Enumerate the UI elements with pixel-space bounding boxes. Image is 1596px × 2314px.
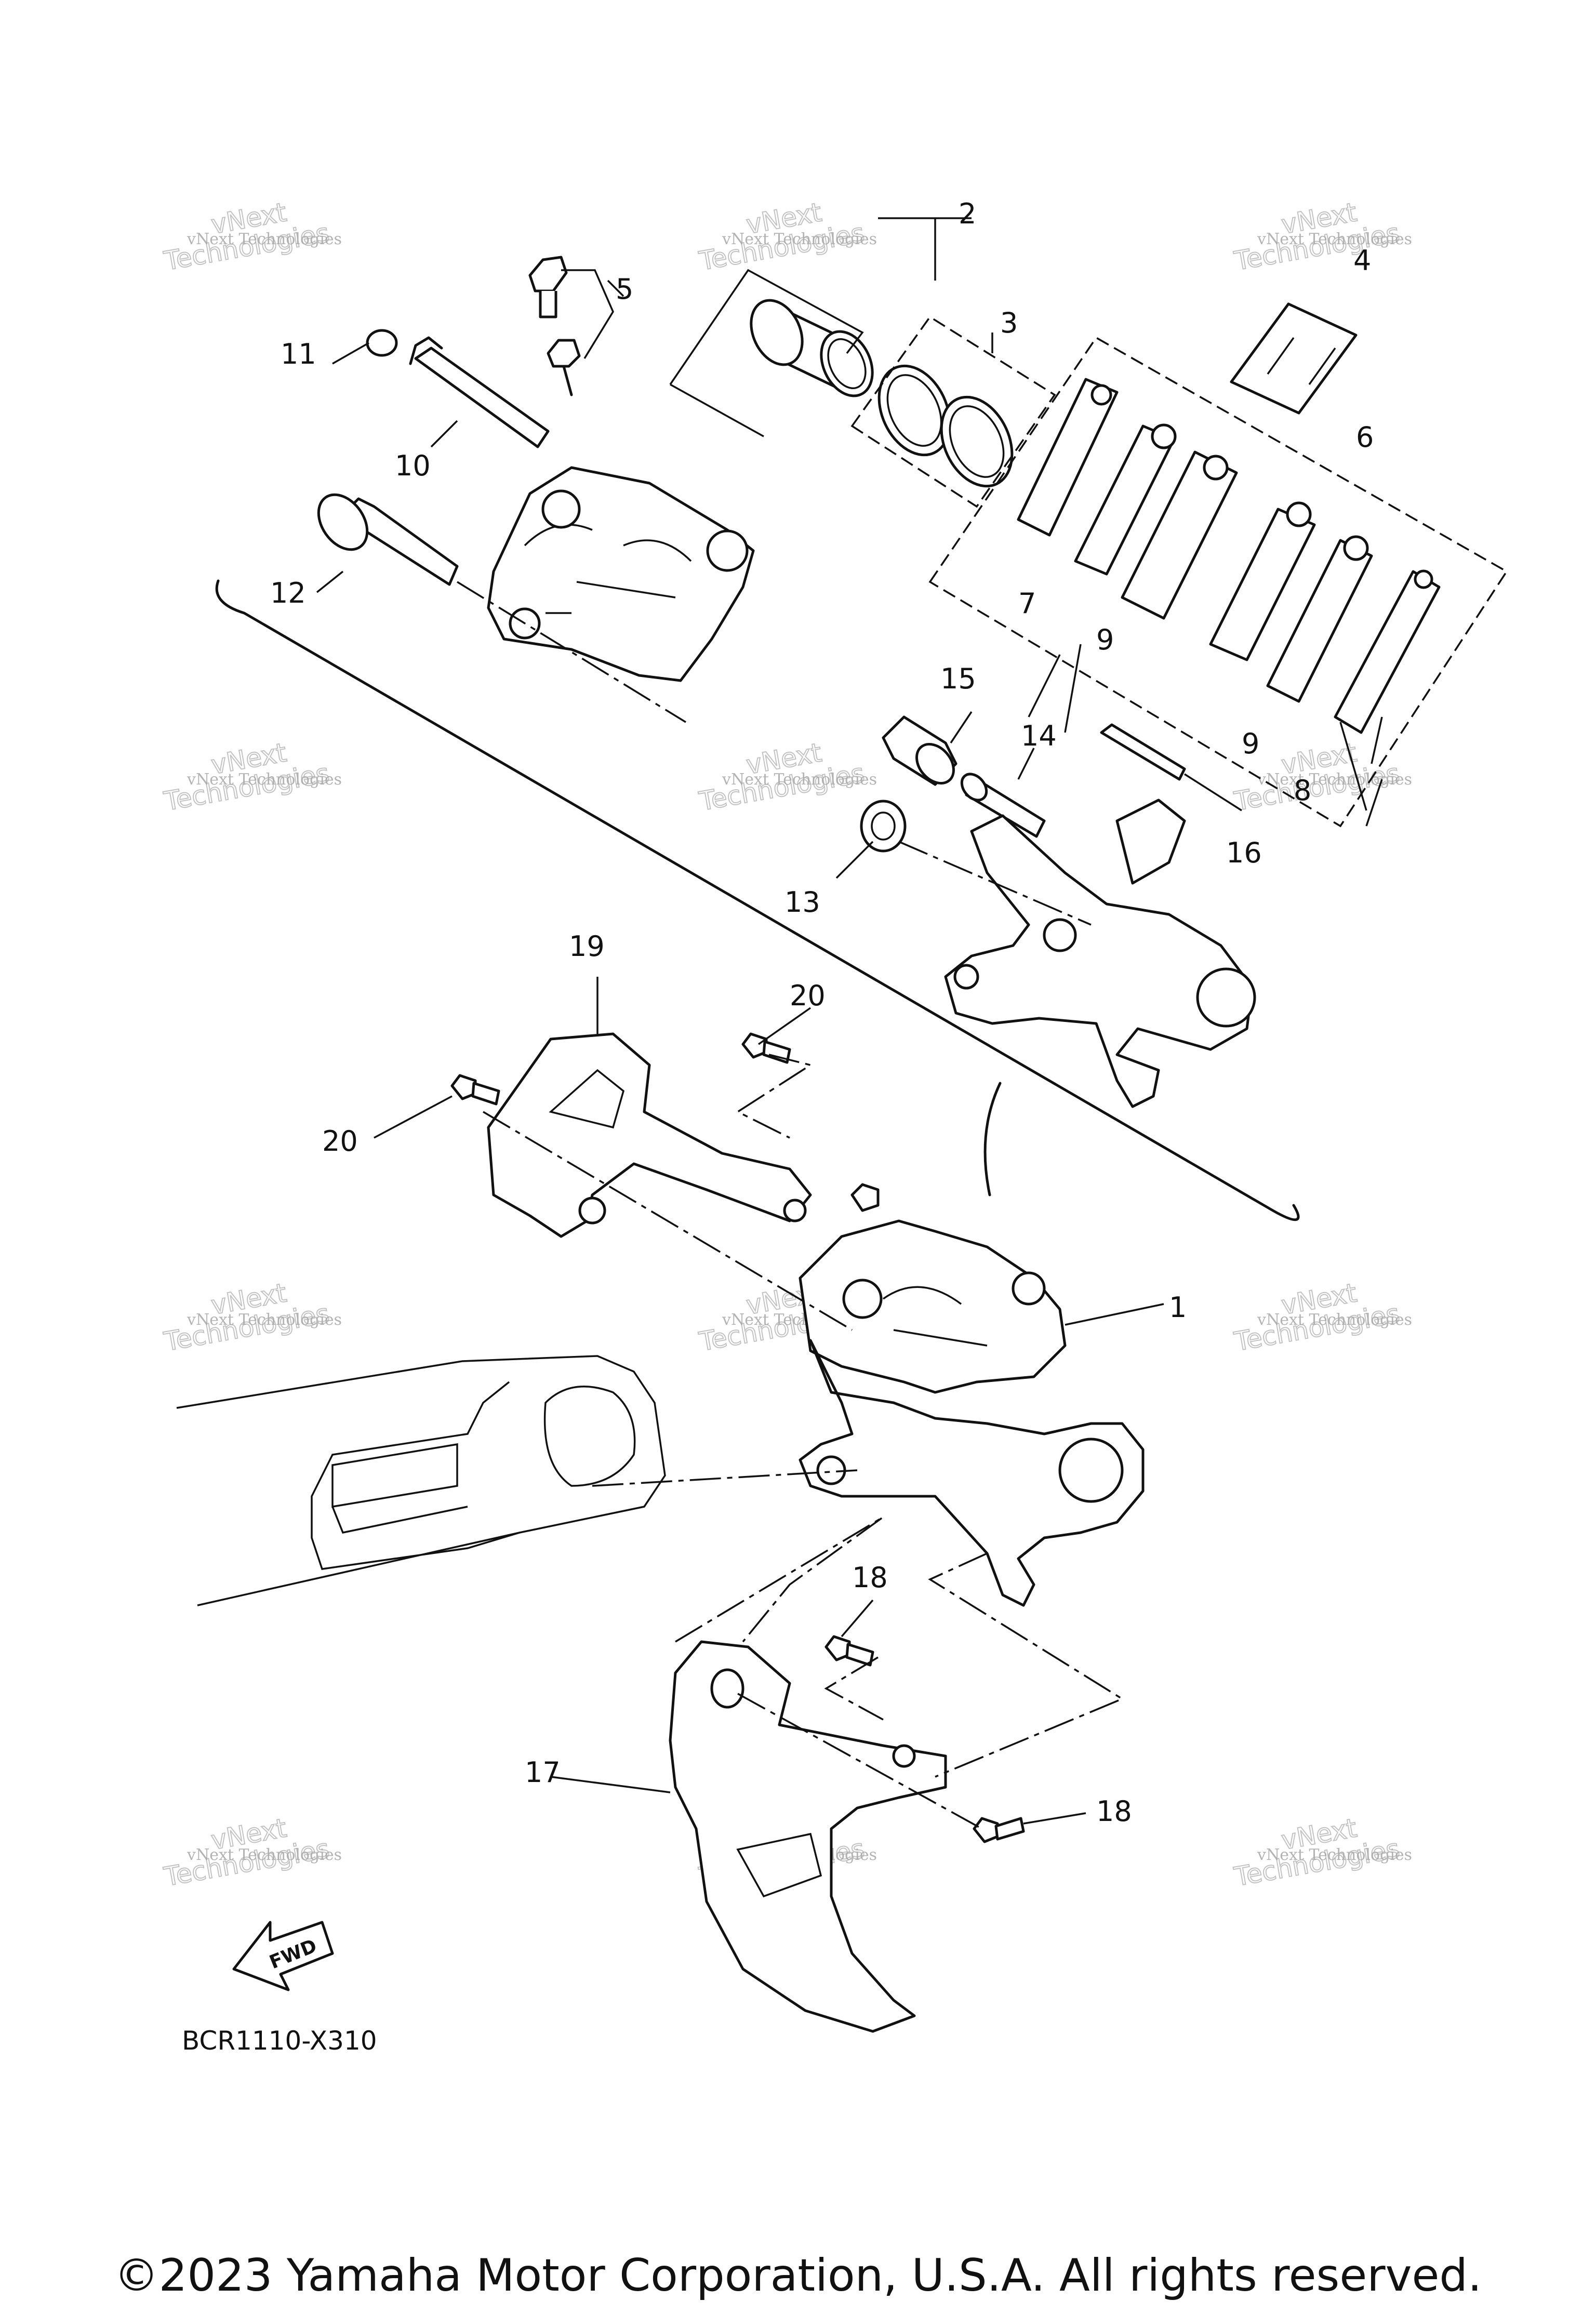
watermarks: vNext Technologies Technologies vNext vN… — [161, 196, 1412, 1893]
seal-kit-box — [850, 315, 1056, 508]
part-pad-pin — [409, 336, 550, 448]
diagram-code: BCR1110-X310 — [182, 2026, 377, 2056]
part-disc-guard — [487, 1032, 812, 1238]
swingarm-outline — [176, 1355, 666, 1606]
callout-5: 5 — [616, 273, 633, 305]
part-caliper-bracket-exploded — [944, 799, 1256, 1108]
watermark-text: vNext Technologies — [1257, 1311, 1412, 1329]
subassembly-boundary — [215, 579, 1300, 1221]
part-pad-support — [1100, 723, 1186, 781]
part-seal-kit — [877, 364, 1014, 488]
watermark-text: vNext Technologies — [187, 1846, 342, 1864]
callout-14: 14 — [1021, 720, 1057, 752]
watermark-text: vNext Technologies — [187, 230, 342, 248]
part-bolt — [741, 1032, 791, 1064]
watermark-text: vNext Technologies — [1257, 770, 1412, 789]
callout-17: 17 — [525, 1756, 561, 1789]
callout-20: 20 — [322, 1125, 358, 1158]
callout-15: 15 — [940, 662, 976, 695]
part-dust-seal — [860, 800, 907, 853]
callout-18: 18 — [1096, 1795, 1132, 1828]
callout-19: 19 — [569, 930, 605, 963]
part-slide-pin — [960, 773, 1046, 838]
callout-10: 10 — [395, 449, 431, 482]
part-bolt — [824, 1635, 874, 1667]
callout-12: 12 — [270, 577, 306, 609]
callout-13: 13 — [784, 886, 820, 919]
part-pin-plug — [366, 329, 398, 357]
callout-6: 6 — [1356, 421, 1374, 454]
leader-lines — [316, 217, 1383, 1825]
part-slide-pin-bolt — [317, 493, 459, 586]
bleed-screw-bracket — [561, 269, 614, 359]
callout-4: 4 — [1353, 244, 1371, 277]
callout-1: 1 — [1169, 1291, 1187, 1324]
part-pad-set — [1017, 378, 1441, 734]
callout-3: 3 — [1000, 307, 1018, 339]
callout-11: 11 — [281, 338, 316, 370]
callout-7: 7 — [1018, 587, 1036, 620]
part-bolt — [450, 1074, 500, 1106]
callouts: 1 2 3 4 5 6 7 8 9 9 10 11 12 13 14 15 16… — [270, 197, 1374, 1828]
part-boot — [882, 715, 957, 786]
callout-18: 18 — [852, 1561, 888, 1594]
callout-8: 8 — [1294, 774, 1311, 807]
watermark-text: vNext Technologies — [722, 770, 877, 789]
part-bolt — [973, 1817, 1025, 1843]
watermark-text: vNext Technologies — [1257, 230, 1412, 248]
part-pad-spring — [1230, 302, 1358, 415]
watermark-text: vNext Technologies — [187, 770, 342, 789]
callout-9: 9 — [1242, 727, 1259, 760]
fwd-arrow-icon: FWD — [232, 1921, 334, 1991]
part-caliper-body-exploded — [487, 466, 755, 682]
watermark-text: vNext Technologies — [187, 1311, 342, 1329]
callout-16: 16 — [1226, 836, 1262, 869]
part-caliper-assembly — [799, 1183, 1145, 1607]
copyright-notice: ©2023 Yamaha Motor Corporation, U.S.A. A… — [114, 2250, 1482, 2302]
piston-kit-box — [669, 269, 864, 437]
watermark-text: vNext Technologies — [722, 230, 877, 248]
part-caliper-guard — [669, 1640, 947, 2033]
watermark-text: vNext Technologies — [1257, 1846, 1412, 1864]
callout-20: 20 — [790, 979, 826, 1012]
pad-set-box — [928, 336, 1508, 828]
callout-9: 9 — [1096, 623, 1114, 656]
callout-2: 2 — [959, 197, 976, 230]
assembly-lines — [457, 581, 1124, 1830]
part-piston — [750, 299, 874, 397]
part-bleed-screw — [528, 256, 581, 396]
